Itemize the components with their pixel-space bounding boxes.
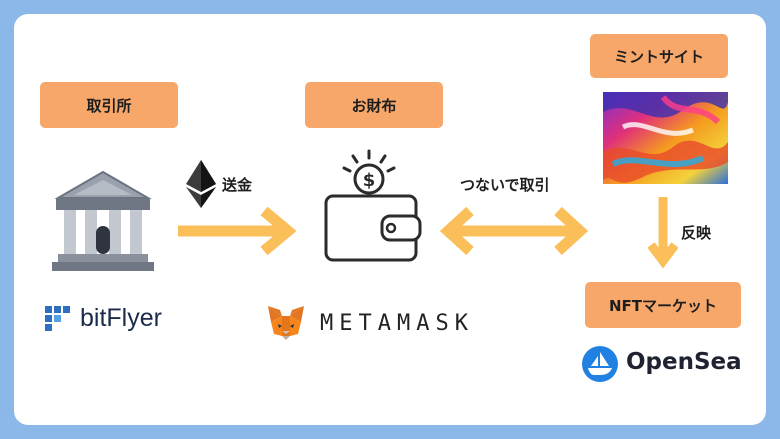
nft-artwork-image bbox=[603, 92, 728, 184]
reflect-label: 反映 bbox=[681, 224, 712, 242]
bitflyer-logo-icon bbox=[45, 306, 75, 336]
connect-trade-label: つないで取引 bbox=[460, 176, 550, 194]
opensea-logo-icon bbox=[582, 346, 618, 382]
reflect-arrow bbox=[648, 195, 678, 269]
ethereum-icon bbox=[186, 160, 216, 208]
bitflyer-wordmark: bitFlyer bbox=[80, 304, 162, 332]
send-arrow bbox=[178, 206, 298, 256]
bank-icon bbox=[52, 168, 154, 272]
connect-trade-arrow bbox=[440, 206, 588, 256]
metamask-wordmark: METAMASK bbox=[320, 311, 474, 336]
svg-text:$: $ bbox=[363, 170, 376, 191]
wallet-label: お財布 bbox=[305, 82, 443, 128]
mint-site-label: ミントサイト bbox=[590, 34, 728, 78]
wallet-icon: $ bbox=[320, 148, 430, 266]
exchange-label: 取引所 bbox=[40, 82, 178, 128]
send-label: 送金 bbox=[222, 176, 253, 194]
metamask-fox-icon bbox=[266, 304, 306, 342]
nft-market-label: NFTマーケット bbox=[585, 282, 741, 328]
opensea-wordmark: OpenSea bbox=[626, 349, 742, 375]
